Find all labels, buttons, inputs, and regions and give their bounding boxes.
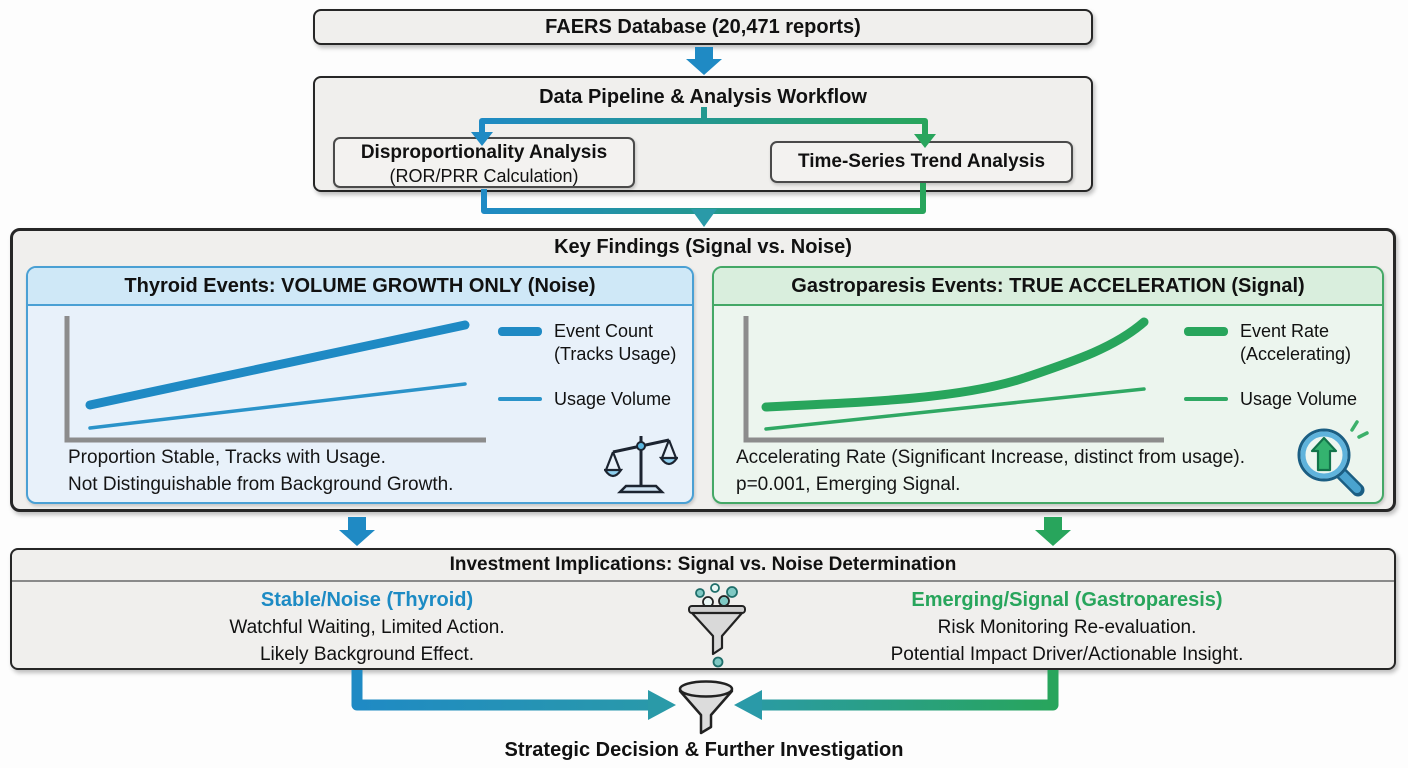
legend-item: Usage Volume [1184,388,1382,411]
gastroparesis-caption: Accelerating Rate (Significant Increase,… [736,444,1326,498]
disproportionality-subtitle: (ROR/PRR Calculation) [389,166,579,186]
faers-database-label: FAERS Database (20,471 reports) [545,15,861,38]
legend-label: Event Rate (Accelerating) [1240,320,1351,366]
event-count-line [85,320,470,410]
legend-item: Event Rate (Accelerating) [1184,320,1382,366]
strategic-decision-title: Strategic Decision & Further Investigati… [504,739,904,761]
signal-column-title: Emerging/Signal (Gastroparesis) [911,589,1223,611]
noise-column-title: Stable/Noise (Thyroid) [260,589,474,611]
legend-label: Event Count (Tracks Usage) [554,320,676,366]
time-series-title: Time-Series Trend Analysis [797,151,1046,172]
thyroid-legend: Event Count (Tracks Usage) Usage Volume [498,320,692,427]
signal-column-line1: Risk Monitoring Re-evaluation. [937,617,1197,638]
legend-label-line1: Event Rate [1240,321,1330,341]
disproportionality-analysis-node: Disproportionality Analysis (ROR/PRR Cal… [333,137,635,188]
implications-title: Investment Implications: Signal vs. Nois… [12,550,1394,582]
thyroid-panel: Thyroid Events: VOLUME GROWTH ONLY (Nois… [26,266,694,504]
balance-scale-icon [604,436,678,494]
thyroid-caption-line2: Not Distinguishable from Background Grow… [68,474,454,495]
event-rate-curve [761,317,1149,412]
gastro-caption-line2: p=0.001, Emerging Signal. [736,474,961,495]
arrow-noise-to-funnel [351,670,676,720]
key-findings-title: Key Findings (Signal vs. Noise) [554,236,852,258]
usage-volume-line [88,382,467,430]
arrow-faers-to-pipeline [686,47,722,75]
gastroparesis-panel-header: Gastroparesis Events: TRUE ACCELERATION … [714,268,1382,306]
arrow-signal-to-funnel [734,670,1059,720]
thin-line-swatch [498,397,542,401]
thin-line-swatch [1184,397,1228,401]
legend-item: Usage Volume [498,388,692,411]
usage-volume-line [764,387,1146,431]
thyroid-panel-header: Thyroid Events: VOLUME GROWTH ONLY (Nois… [28,268,692,306]
signal-column-line2: Potential Impact Driver/Actionable Insig… [890,644,1244,665]
legend-label: Usage Volume [1240,388,1357,411]
legend-label-line1: Event Count [554,321,654,341]
legend-label-line1: Usage Volume [554,389,672,409]
funnel-filter-icon [688,583,746,668]
noise-column: Stable/Noise (Thyroid) Watchful Waiting,… [122,587,612,668]
thick-line-swatch [498,327,542,336]
legend-label-line2: (Accelerating) [1240,344,1352,364]
noise-column-line1: Watchful Waiting, Limited Action. [229,617,505,638]
legend-item: Event Count (Tracks Usage) [498,320,692,366]
time-series-analysis-node: Time-Series Trend Analysis [770,141,1073,183]
gastro-caption-line1: Accelerating Rate (Significant Increase,… [736,447,1246,468]
magnifier-growth-icon [1297,420,1369,497]
thyroid-caption: Proportion Stable, Tracks with Usage. No… [68,444,628,498]
arrow-signal-down [1035,517,1071,546]
legend-label: Usage Volume [554,388,671,411]
gastroparesis-legend: Event Rate (Accelerating) Usage Volume [1184,320,1382,427]
noise-column-line2: Likely Background Effect. [259,644,475,665]
signal-column: Emerging/Signal (Gastroparesis) Risk Mon… [812,587,1322,668]
axis-lines [64,316,486,443]
gastroparesis-trend-chart [743,316,1164,443]
faers-database-node: FAERS Database (20,471 reports) [313,9,1093,45]
legend-label-line2: (Tracks Usage) [554,344,677,364]
funnel-merge-icon [678,680,734,735]
thyroid-caption-line1: Proportion Stable, Tracks with Usage. [68,447,386,468]
axis-lines [743,316,1164,443]
legend-label-line1: Usage Volume [1240,389,1358,409]
investment-implications-node: Investment Implications: Signal vs. Nois… [10,548,1396,670]
thick-line-swatch [1184,327,1228,336]
arrow-noise-down [339,517,375,546]
pipeline-title: Data Pipeline & Analysis Workflow [539,86,867,108]
thyroid-trend-chart [64,316,486,443]
disproportionality-title: Disproportionality Analysis [360,142,608,163]
gastroparesis-panel: Gastroparesis Events: TRUE ACCELERATION … [712,266,1384,504]
